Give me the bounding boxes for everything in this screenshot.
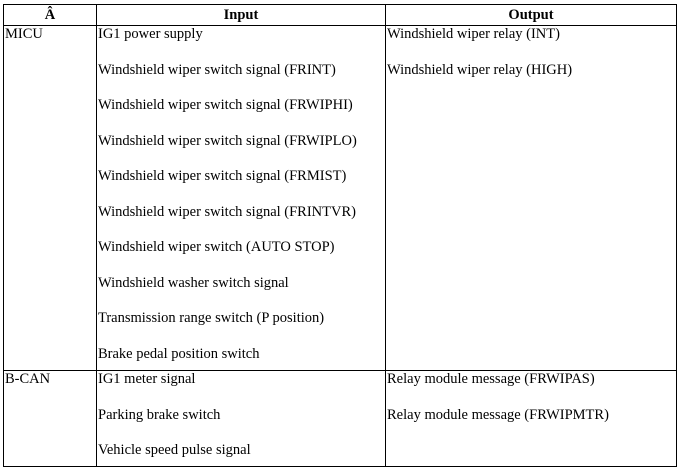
table-row: MICU IG1 power supply Windshield wiper s…: [3, 25, 677, 371]
input-item: Windshield wiper switch signal (FRWIPLO): [98, 132, 357, 149]
input-item: IG1 meter signal: [98, 371, 196, 387]
input-item: Windshield washer switch signal: [98, 274, 289, 291]
input-item: Windshield wiper switch signal (FRMIST): [98, 168, 347, 184]
input-item: Windshield wiper switch signal (FRINT): [98, 61, 336, 78]
output-item: Windshield wiper relay (HIGH): [387, 61, 573, 78]
unit-cell: B-CAN: [3, 370, 97, 467]
input-item: Brake pedal position switch: [98, 345, 260, 362]
signal-table: Â Input Output MICU IG1 power supply Win…: [3, 4, 677, 467]
header-unit: Â: [3, 4, 97, 26]
input-item: IG1 power supply: [98, 26, 203, 42]
input-item: Windshield wiper switch (AUTO STOP): [98, 239, 335, 255]
unit-label: MICU: [5, 26, 43, 42]
header-input: Input: [96, 4, 386, 26]
header-output: Output: [385, 4, 677, 26]
input-item: Vehicle speed pulse signal: [98, 442, 251, 458]
output-item: Relay module message (FRWIPMTR): [387, 406, 609, 423]
input-item: Parking brake switch: [98, 406, 221, 423]
unit-cell: MICU: [3, 25, 97, 371]
input-cell: IG1 meter signal Parking brake switch Ve…: [96, 370, 386, 467]
unit-label: B-CAN: [5, 371, 51, 387]
output-item: Relay module message (FRWIPAS): [387, 371, 595, 387]
output-cell: Relay module message (FRWIPAS) Relay mod…: [385, 370, 677, 467]
table-row: B-CAN IG1 meter signal Parking brake swi…: [3, 370, 677, 467]
input-item: Windshield wiper switch signal (FRINTVR): [98, 203, 356, 220]
output-item: Windshield wiper relay (INT): [387, 26, 560, 42]
output-cell: Windshield wiper relay (INT) Windshield …: [385, 25, 677, 371]
input-item: Windshield wiper switch signal (FRWIPHI): [98, 97, 353, 113]
header-row: Â Input Output: [3, 4, 677, 26]
input-cell: IG1 power supply Windshield wiper switch…: [96, 25, 386, 371]
input-item: Transmission range switch (P position): [98, 310, 325, 326]
